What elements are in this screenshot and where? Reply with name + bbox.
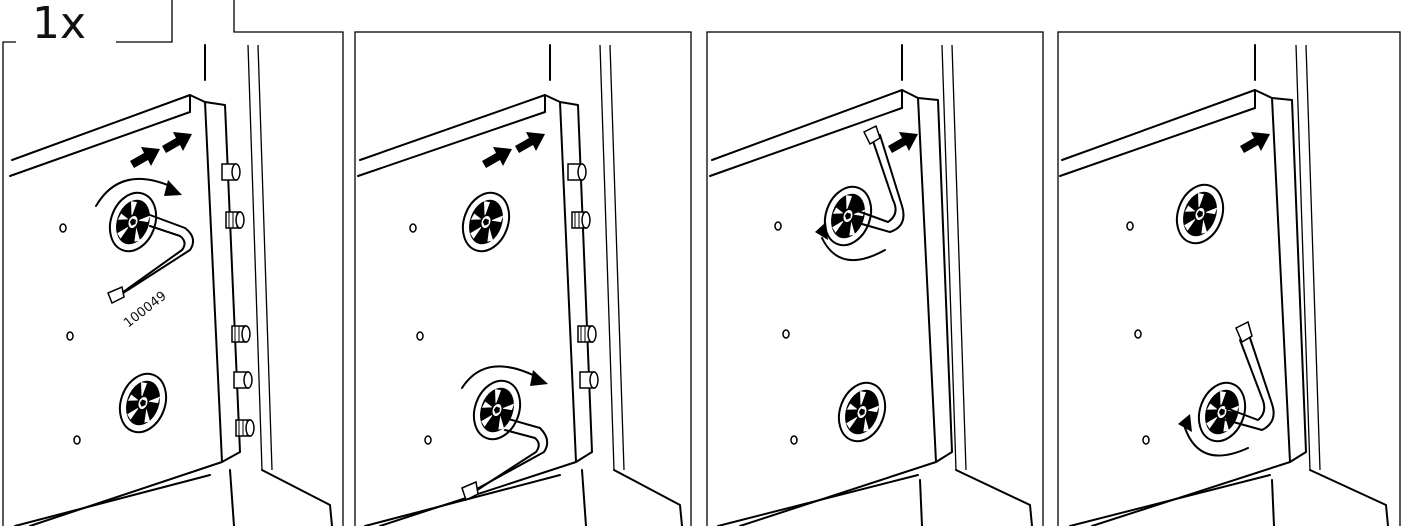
- part-number-label: 100049: [121, 289, 169, 331]
- panel-4: [1060, 45, 1388, 526]
- panel-2-frame: [355, 32, 691, 526]
- panel-3-frame: [707, 32, 1043, 526]
- panel-1-frame: [3, 42, 16, 526]
- panel-1: 100049: [10, 45, 332, 526]
- panel-4-frame: [1058, 32, 1400, 526]
- panel-2: [358, 45, 682, 526]
- panel-3: [710, 45, 1032, 526]
